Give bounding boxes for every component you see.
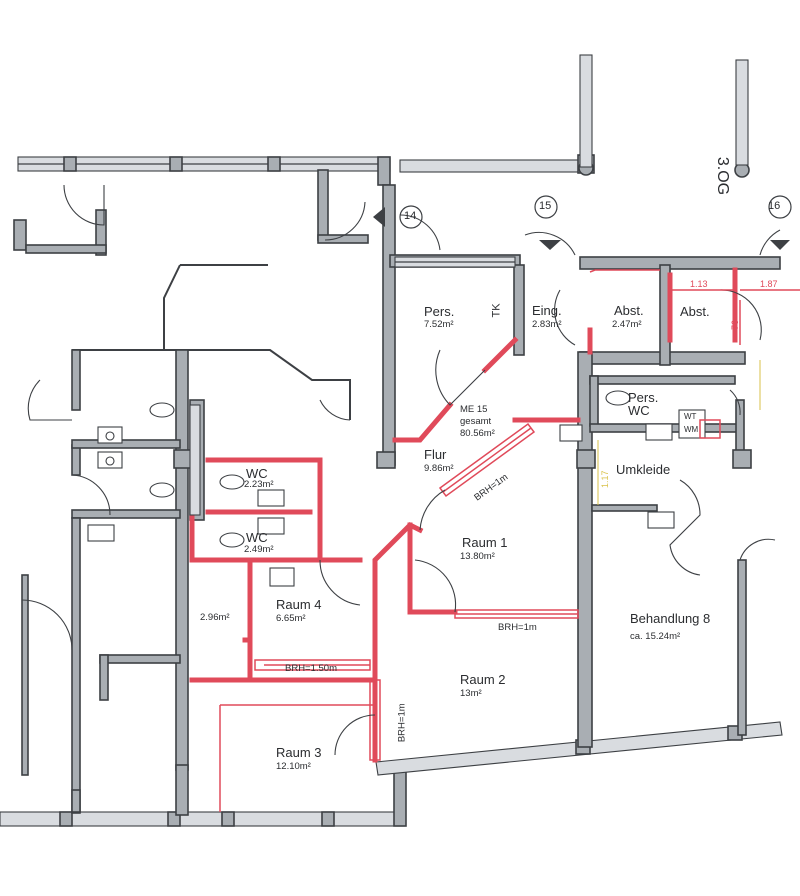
room-pers-area: 7.52m² — [424, 319, 454, 330]
unit-note: gesamt — [460, 416, 492, 427]
dim-117: 1.17 — [600, 470, 610, 488]
room-raum2-name: Raum 2 — [460, 672, 506, 687]
room-raum3-name: Raum 3 — [276, 745, 322, 760]
room-behandlung-area: ca. 15.24m² — [630, 631, 681, 642]
interior-windows — [189, 256, 516, 516]
dimension-lines — [597, 289, 800, 505]
sanitary-fixtures — [87, 390, 721, 587]
fixture-wm: WM — [684, 425, 699, 434]
room-pers-name: Pers. — [424, 304, 455, 319]
room-eing-name: Eing. — [532, 303, 562, 318]
room-pers-wc-sub: WC — [628, 403, 650, 418]
interior-walls — [21, 169, 781, 816]
unit-area: 80.56m² — [460, 428, 495, 439]
level-label: 3.OG — [714, 156, 732, 196]
room-behandlung-name: Behandlung 8 — [630, 611, 711, 626]
room-raum4-name: Raum 4 — [276, 597, 322, 612]
room-pers-wc-name: Pers. — [628, 390, 659, 405]
room-eing-area: 2.83m² — [532, 319, 562, 330]
room-wc1-name: WC — [246, 466, 268, 481]
unit-name: ME 15 — [460, 404, 488, 415]
room-raum4-area: 6.65m² — [276, 613, 306, 624]
room-abst2-name: Abst. — [680, 304, 710, 319]
room-storage-area: 2.96m² — [200, 612, 230, 623]
marker-16: 16 — [768, 200, 781, 212]
doors — [21, 184, 781, 756]
room-umkleide-name: Umkleide — [616, 462, 671, 477]
brh-raum4: BRH=1.50m — [285, 663, 338, 674]
room-flur-name: Flur — [424, 447, 447, 462]
exterior-walls — [0, 54, 783, 827]
room-wc2-name: WC — [246, 530, 268, 545]
dim-187: 1.87 — [760, 279, 778, 289]
room-abst1-area: 2.47m² — [612, 319, 642, 330]
room-raum3-area: 12.10m² — [276, 761, 311, 772]
room-tk-name: TK — [490, 303, 503, 318]
room-raum1-area: 13.80m² — [460, 551, 495, 562]
room-wc1-area: 2.23m² — [244, 479, 274, 490]
room-wc2-area: 2.49m² — [244, 544, 274, 555]
fixture-wt: WT — [684, 412, 697, 421]
brh-raum2: BRH=1m — [396, 703, 408, 743]
brh-raum1: BRH=1m — [498, 622, 537, 633]
new-walls — [189, 267, 738, 812]
room-flur-area: 9.86m² — [424, 463, 454, 474]
dim-76: 76 — [730, 319, 740, 330]
section-markers — [373, 195, 792, 250]
dim-113: 1.13 — [690, 279, 708, 289]
room-abst1-name: Abst. — [614, 303, 644, 318]
marker-14: 14 — [404, 210, 417, 222]
room-raum1-name: Raum 1 — [462, 535, 508, 550]
room-raum2-area: 13m² — [460, 688, 482, 699]
marker-15: 15 — [539, 200, 552, 212]
